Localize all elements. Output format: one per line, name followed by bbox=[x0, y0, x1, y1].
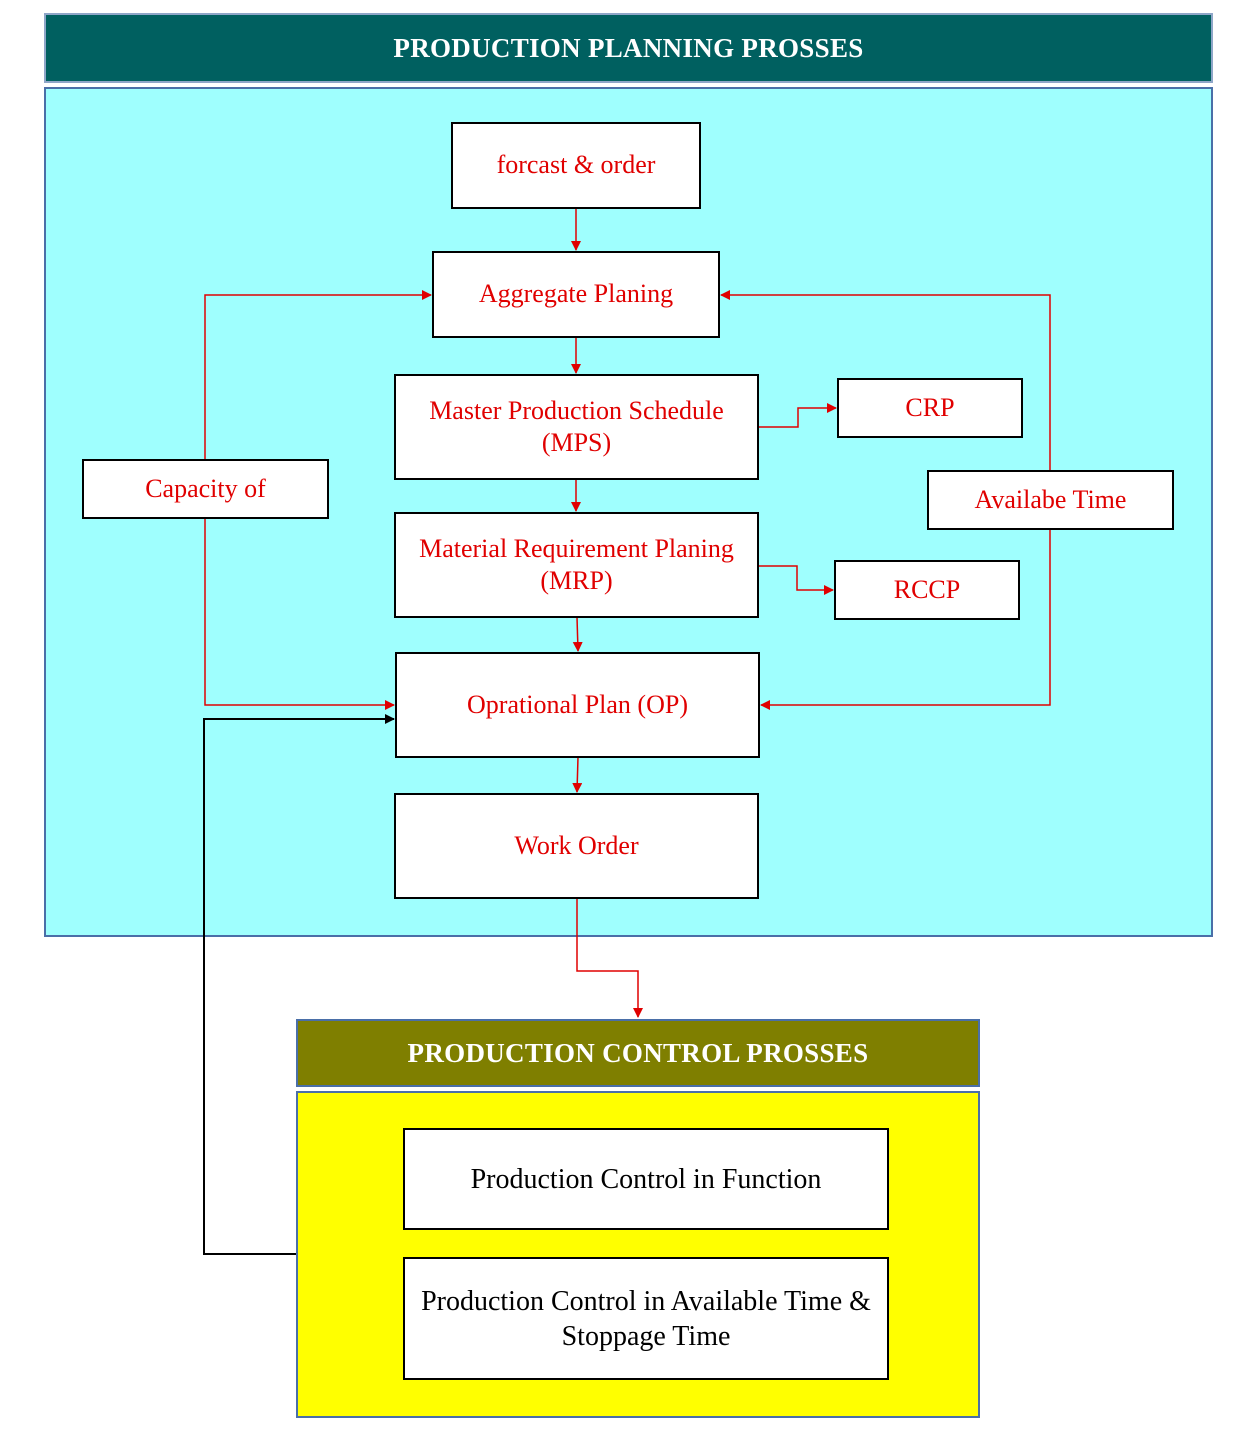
control-header: PRODUCTION CONTROL PROSSES bbox=[296, 1019, 980, 1087]
mps-node: Master Production Schedule (MPS) bbox=[394, 374, 759, 480]
planning-header: PRODUCTION PLANNING PROSSES bbox=[44, 13, 1213, 83]
arrow-capacity-to-aggregate bbox=[204, 290, 432, 460]
arrow-op-to-work-order bbox=[572, 756, 583, 793]
forecast-order-node: forcast & order bbox=[451, 122, 701, 209]
control-available-stoppage-node: Production Control in Available Time & S… bbox=[403, 1257, 889, 1380]
arrow-available-to-aggregate bbox=[720, 290, 1051, 471]
arrow-control-feedback-to-op bbox=[203, 714, 395, 1255]
arrow-mrp-to-rccp bbox=[759, 565, 834, 595]
capacity-node: Capacity of bbox=[82, 459, 329, 519]
mrp-node: Material Requirement Planing (MRP) bbox=[394, 512, 759, 618]
rccp-node: RCCP bbox=[834, 560, 1020, 620]
arrow-capacity-to-op bbox=[204, 518, 395, 710]
control-function-node: Production Control in Function bbox=[403, 1128, 889, 1230]
arrow-work-order-to-control bbox=[576, 898, 643, 1018]
arrow-mrp-to-op bbox=[572, 616, 583, 652]
available-time-node: Availabe Time bbox=[927, 470, 1174, 530]
arrow-available-to-op bbox=[760, 529, 1051, 710]
work-order-node: Work Order bbox=[394, 793, 759, 899]
aggregate-planning-node: Aggregate Planing bbox=[432, 251, 720, 338]
crp-node: CRP bbox=[837, 378, 1023, 438]
operational-plan-node: Oprational Plan (OP) bbox=[395, 652, 760, 758]
arrow-mps-to-crp bbox=[759, 403, 837, 428]
